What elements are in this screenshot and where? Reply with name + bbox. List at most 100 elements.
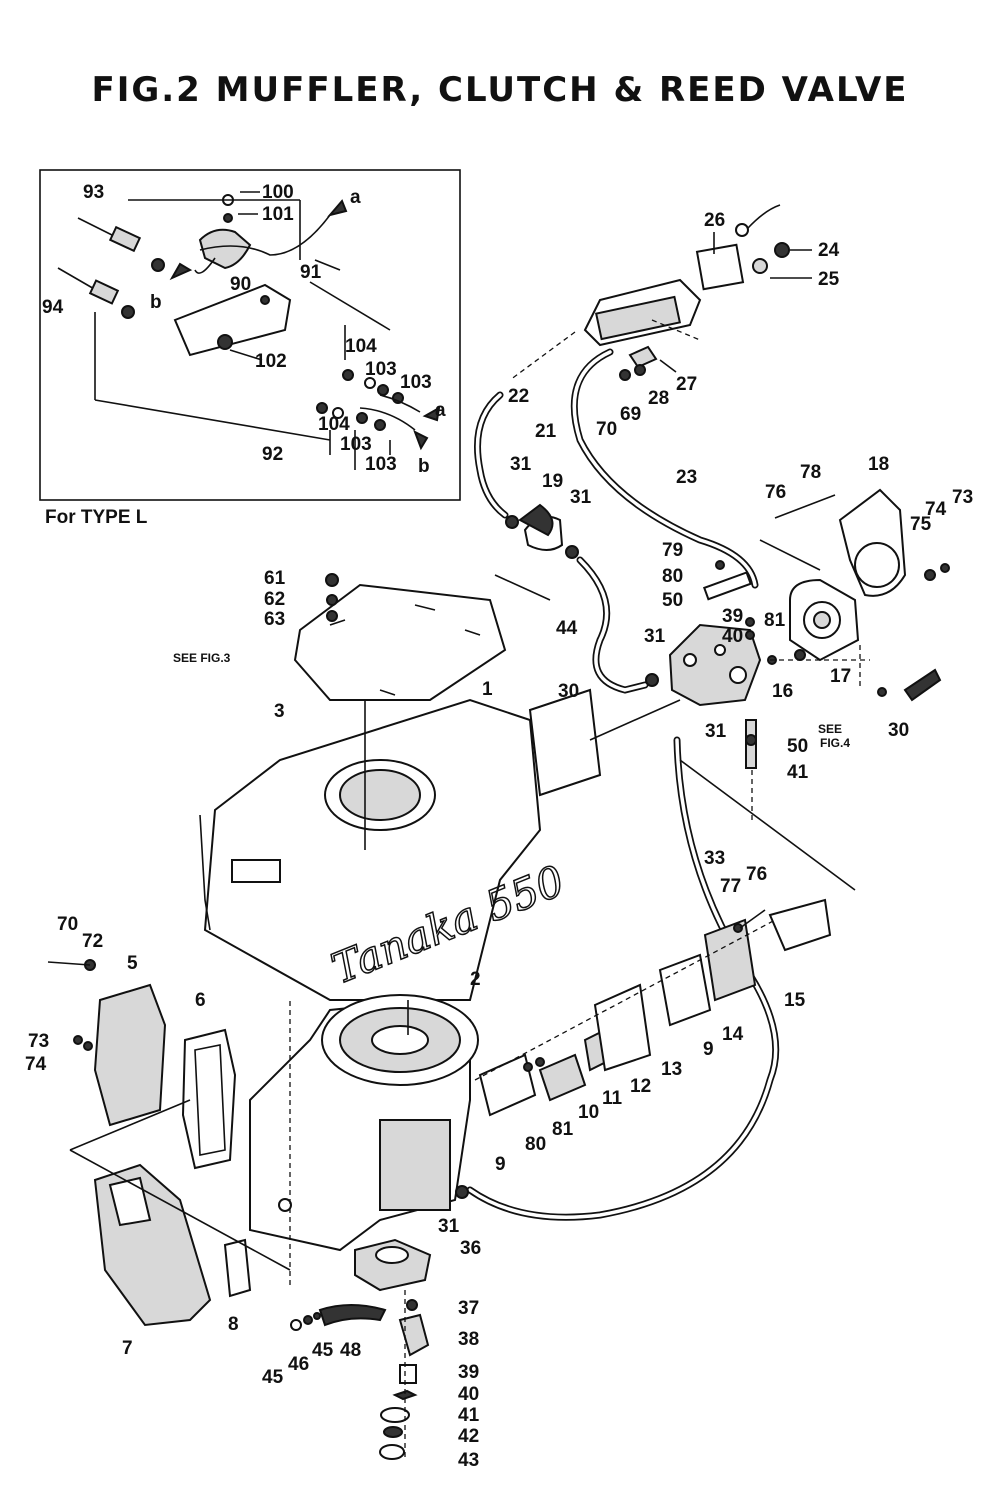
part-label: 104 <box>345 336 377 357</box>
part-label: 30 <box>558 681 579 702</box>
part-label: 19 <box>542 471 563 492</box>
inset-arrow-label: b <box>150 292 162 313</box>
top-cover-part <box>293 503 554 701</box>
bracket-30-part <box>877 668 942 702</box>
part-label: 77 <box>720 876 741 897</box>
part-label: 27 <box>676 374 697 395</box>
part-label: 36 <box>460 1238 481 1259</box>
part-label: 74 <box>925 499 947 520</box>
inset-arrow-label: a <box>350 187 361 208</box>
part-label: 103 <box>365 359 397 380</box>
part-label: 41 <box>787 762 809 783</box>
part-label: 91 <box>300 262 322 283</box>
part-label: 23 <box>676 467 697 488</box>
part-label: 21 <box>535 421 557 442</box>
part-label: 17 <box>830 666 851 687</box>
part-label: 31 <box>510 454 532 475</box>
part-label: 74 <box>25 1054 47 1075</box>
part-label: 73 <box>28 1031 49 1052</box>
part-label: 78 <box>800 462 821 483</box>
part-label: 70 <box>57 914 78 935</box>
part-label: 31 <box>705 721 727 742</box>
figure-title: FIG.2 MUFFLER, CLUTCH & REED VALVE <box>91 70 909 110</box>
plug-94-part <box>57 267 135 319</box>
part-label: 11 <box>602 1088 623 1109</box>
part-label: 31 <box>438 1216 460 1237</box>
part-label: 92 <box>262 444 283 465</box>
inset-leaders <box>94 191 391 470</box>
exhaust-housing-7-part <box>93 1163 212 1327</box>
part-label: 15 <box>784 990 806 1011</box>
part-label: 72 <box>82 931 103 952</box>
part-label: 40 <box>722 626 743 647</box>
part-label: 33 <box>704 848 725 869</box>
part-label: 100 <box>262 182 294 203</box>
part-label: 10 <box>578 1102 599 1123</box>
part-label: 40 <box>458 1384 479 1405</box>
inset-arrows <box>169 199 441 451</box>
part-label-group: 93 100 101 a 91 90 b 94 104 102 103 103 … <box>25 182 973 1471</box>
part-label: 73 <box>952 487 973 508</box>
inset-arrow-label: a <box>435 400 446 421</box>
part-label: 6 <box>195 990 206 1011</box>
part-label: 3 <box>274 701 285 722</box>
air-silencer-part <box>774 488 950 662</box>
junction-block-part <box>194 194 331 274</box>
part-label: 31 <box>644 626 666 647</box>
part-label: 26 <box>704 210 725 231</box>
part-label: 48 <box>340 1340 361 1361</box>
gasket-6-part <box>181 1028 237 1170</box>
part-label: 8 <box>228 1314 239 1335</box>
crankcase-part <box>249 994 479 1252</box>
part-label: 38 <box>458 1329 479 1350</box>
part-label: 50 <box>662 590 683 611</box>
part-label: 45 <box>312 1340 334 1361</box>
part-label: 41 <box>458 1405 480 1426</box>
part-label: 5 <box>127 953 138 974</box>
part-label: 44 <box>556 618 578 639</box>
part-label: 70 <box>596 419 617 440</box>
part-label: 22 <box>508 386 529 407</box>
part-label: 12 <box>630 1076 651 1097</box>
part-label: 90 <box>230 274 251 295</box>
part-label: 103 <box>365 454 397 475</box>
part-label: 16 <box>772 681 793 702</box>
part-label: 28 <box>648 388 669 409</box>
part-label: 94 <box>42 297 64 318</box>
see-fig4-note: FIG.4 <box>820 736 850 750</box>
part-label: 7 <box>122 1338 133 1359</box>
part-label: 37 <box>458 1298 479 1319</box>
bracket-90-part <box>173 283 292 357</box>
part-label: 69 <box>620 404 641 425</box>
part-label: 93 <box>83 182 104 203</box>
part-label: 80 <box>525 1134 546 1155</box>
part-label: 14 <box>722 1024 744 1045</box>
clutch-assembly-part <box>290 1238 432 1460</box>
part-label: 104 <box>318 414 350 435</box>
part-label: 61 <box>264 568 286 589</box>
part-label: 103 <box>400 372 432 393</box>
part-label: 79 <box>662 540 683 561</box>
part-label: 9 <box>703 1039 714 1060</box>
part-label: 42 <box>458 1426 479 1447</box>
part-label: 62 <box>264 589 285 610</box>
part-label: 31 <box>570 487 592 508</box>
reed-valve-stack-part <box>478 898 832 1117</box>
part-label: 76 <box>746 864 767 885</box>
part-label: 2 <box>470 969 481 990</box>
plug-93-part <box>77 217 165 272</box>
part-label: 102 <box>255 351 287 372</box>
engine-cover-part: Tanaka 550 <box>199 698 572 1001</box>
part-label: 103 <box>340 434 372 455</box>
stop-switch-leaders <box>509 232 812 381</box>
gasket-4-part <box>528 688 602 797</box>
part-label: 76 <box>765 482 786 503</box>
inset-caption: For TYPE L <box>45 507 148 528</box>
part-label: 39 <box>458 1362 479 1383</box>
part-label: 101 <box>262 204 294 225</box>
hoses <box>466 348 780 1221</box>
construction-lines <box>69 539 870 1460</box>
part-label: 81 <box>764 610 786 631</box>
part-label: 81 <box>552 1119 574 1140</box>
nut-washer-set <box>316 369 421 431</box>
